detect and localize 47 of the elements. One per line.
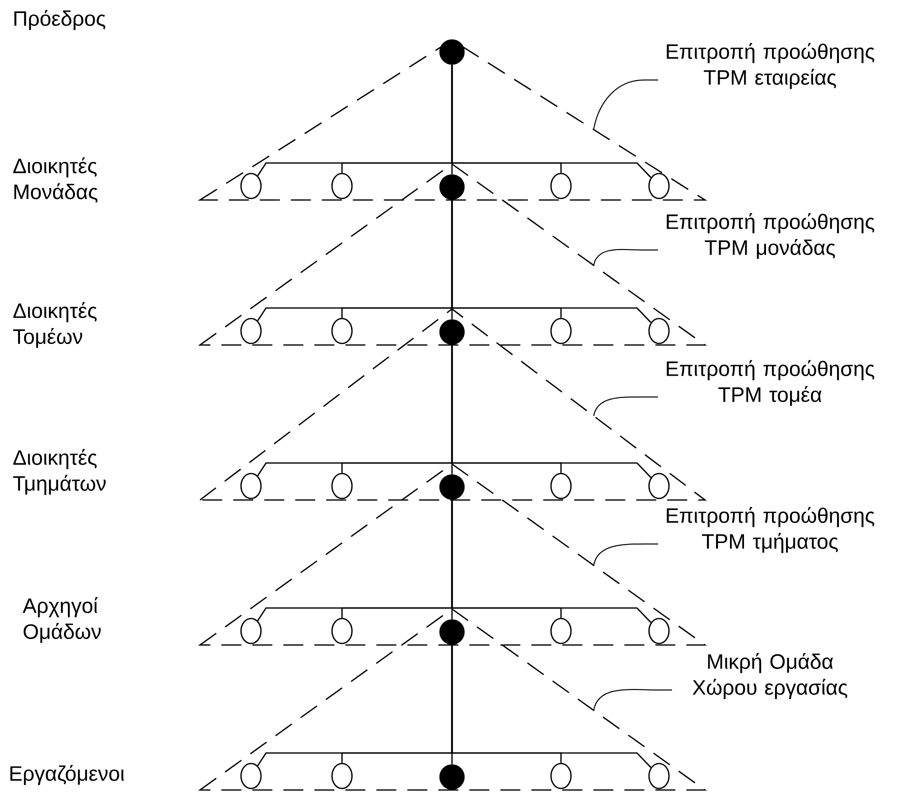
branch-line xyxy=(451,644,652,768)
open-circle xyxy=(331,472,353,500)
filled-circle xyxy=(439,474,465,500)
filled-circle xyxy=(439,619,465,645)
open-circle xyxy=(648,172,670,200)
committee-label: Επιτροπή προώθησης TPM τμήματος xyxy=(666,507,874,553)
open-circle xyxy=(550,472,572,500)
branch-line xyxy=(451,344,652,478)
leader-line xyxy=(593,689,672,711)
open-circle xyxy=(648,318,670,344)
open-circle xyxy=(331,762,353,790)
open-circle xyxy=(648,762,670,790)
branch-line xyxy=(451,200,652,323)
level-label: Διοικητές Τομέων xyxy=(13,302,97,348)
open-circle xyxy=(648,472,670,500)
leader-line xyxy=(593,248,658,266)
open-circle xyxy=(550,762,572,790)
open-circle xyxy=(240,762,262,790)
open-circle xyxy=(648,618,670,644)
open-circle xyxy=(240,318,262,344)
open-circle xyxy=(240,172,262,200)
leader-line xyxy=(593,80,658,130)
leader-line xyxy=(593,544,658,566)
open-circle xyxy=(550,318,572,344)
level-label: Διοικητές Τμημάτων xyxy=(13,449,106,495)
leader-line xyxy=(593,396,658,416)
branch-line xyxy=(451,500,652,623)
branch-line xyxy=(451,64,652,178)
filled-circle xyxy=(439,764,465,790)
committee-label: Επιτροπή προώθησης TPM εταιρείας xyxy=(666,43,874,89)
committee-label: Μικρή Ομάδα Χώρου εργασίας xyxy=(692,653,848,699)
open-circle xyxy=(550,618,572,644)
open-circle xyxy=(240,472,262,500)
filled-circle xyxy=(439,39,465,65)
level-label: Πρόεδρος xyxy=(14,10,106,30)
open-circle xyxy=(240,618,262,644)
committee-label: Επιτροπή προώθησης TPM τομέα xyxy=(666,360,874,406)
open-circle xyxy=(331,318,353,344)
open-circle xyxy=(331,172,353,200)
open-circle xyxy=(550,172,572,200)
filled-circle xyxy=(439,319,465,345)
level-label: Διοικητές Μονάδας xyxy=(13,157,98,203)
open-circle xyxy=(331,618,353,644)
filled-circle xyxy=(439,174,465,200)
level-label: Εργαζόμενοι xyxy=(10,764,124,786)
level-label: Αρχηγοί Ομάδων xyxy=(22,597,101,643)
committee-label: Επιτροπή προώθησης TPM μονάδας xyxy=(666,213,874,259)
